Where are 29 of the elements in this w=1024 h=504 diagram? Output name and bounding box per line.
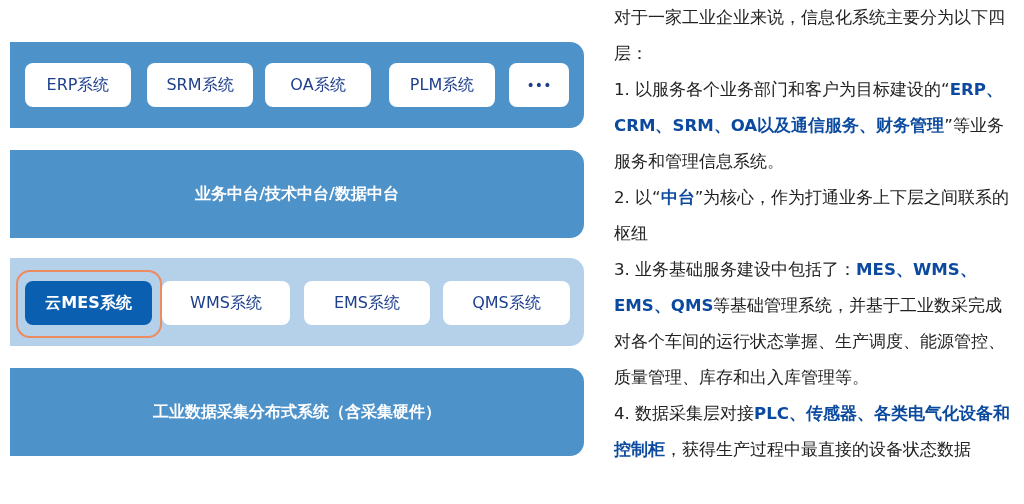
paragraph: 对于一家工业企业来说，信息化系统主要分为以下四层： (614, 7, 1006, 65)
system-box (389, 63, 495, 107)
system-label: WMS系统 (190, 292, 262, 314)
layer-title: 业务中台/技术中台/数据中台 (195, 183, 399, 205)
more-box (509, 63, 569, 107)
system-box (304, 281, 430, 325)
system-box (147, 63, 253, 107)
paragraph: 1. 以服务各个业务部门和客户为目标建设的“ERP、CRM、SRM、OA以及通信服务、财务管理”等业务服务和管理信息系统。 (614, 79, 1005, 173)
system-box (443, 281, 570, 325)
system-label: PLM系统 (409, 74, 475, 96)
layer-band (10, 42, 584, 128)
system-label: SRM系统 (166, 74, 234, 96)
layer-band (10, 368, 584, 456)
system-box (25, 63, 131, 107)
system-box (162, 281, 290, 325)
layer-band (10, 150, 584, 238)
paragraph: 2. 以“中台”为核心，作为打通业务上下层之间联系的枢纽 (614, 187, 1011, 245)
system-label: EMS系统 (333, 292, 401, 314)
system-box (25, 281, 152, 325)
system-label: ERP系统 (46, 74, 110, 96)
system-label: QMS系统 (472, 292, 541, 314)
system-label: OA系统 (290, 74, 346, 96)
system-label: 云MES系统 (45, 292, 132, 314)
ellipsis-text: ••• (526, 77, 552, 93)
paragraph: 4. 数据采集层对接PLC、传感器、各类电气化设备和控制柜，获得生产过程中最直接的设备状态数据 (614, 403, 1012, 461)
layer-band (10, 258, 584, 346)
system-box (265, 63, 371, 107)
layer-title: 工业数据采集分布式系统（含采集硬件） (153, 401, 441, 423)
paragraph: 3. 业务基础服务建设中包括了：MES、WMS、EMS、QMS等基础管理系统，并基于工业数采完成对各个车间的运行状态掌握、生产调度、能源管控、质量管理、库存和出入库管理等。 (614, 259, 1006, 389)
